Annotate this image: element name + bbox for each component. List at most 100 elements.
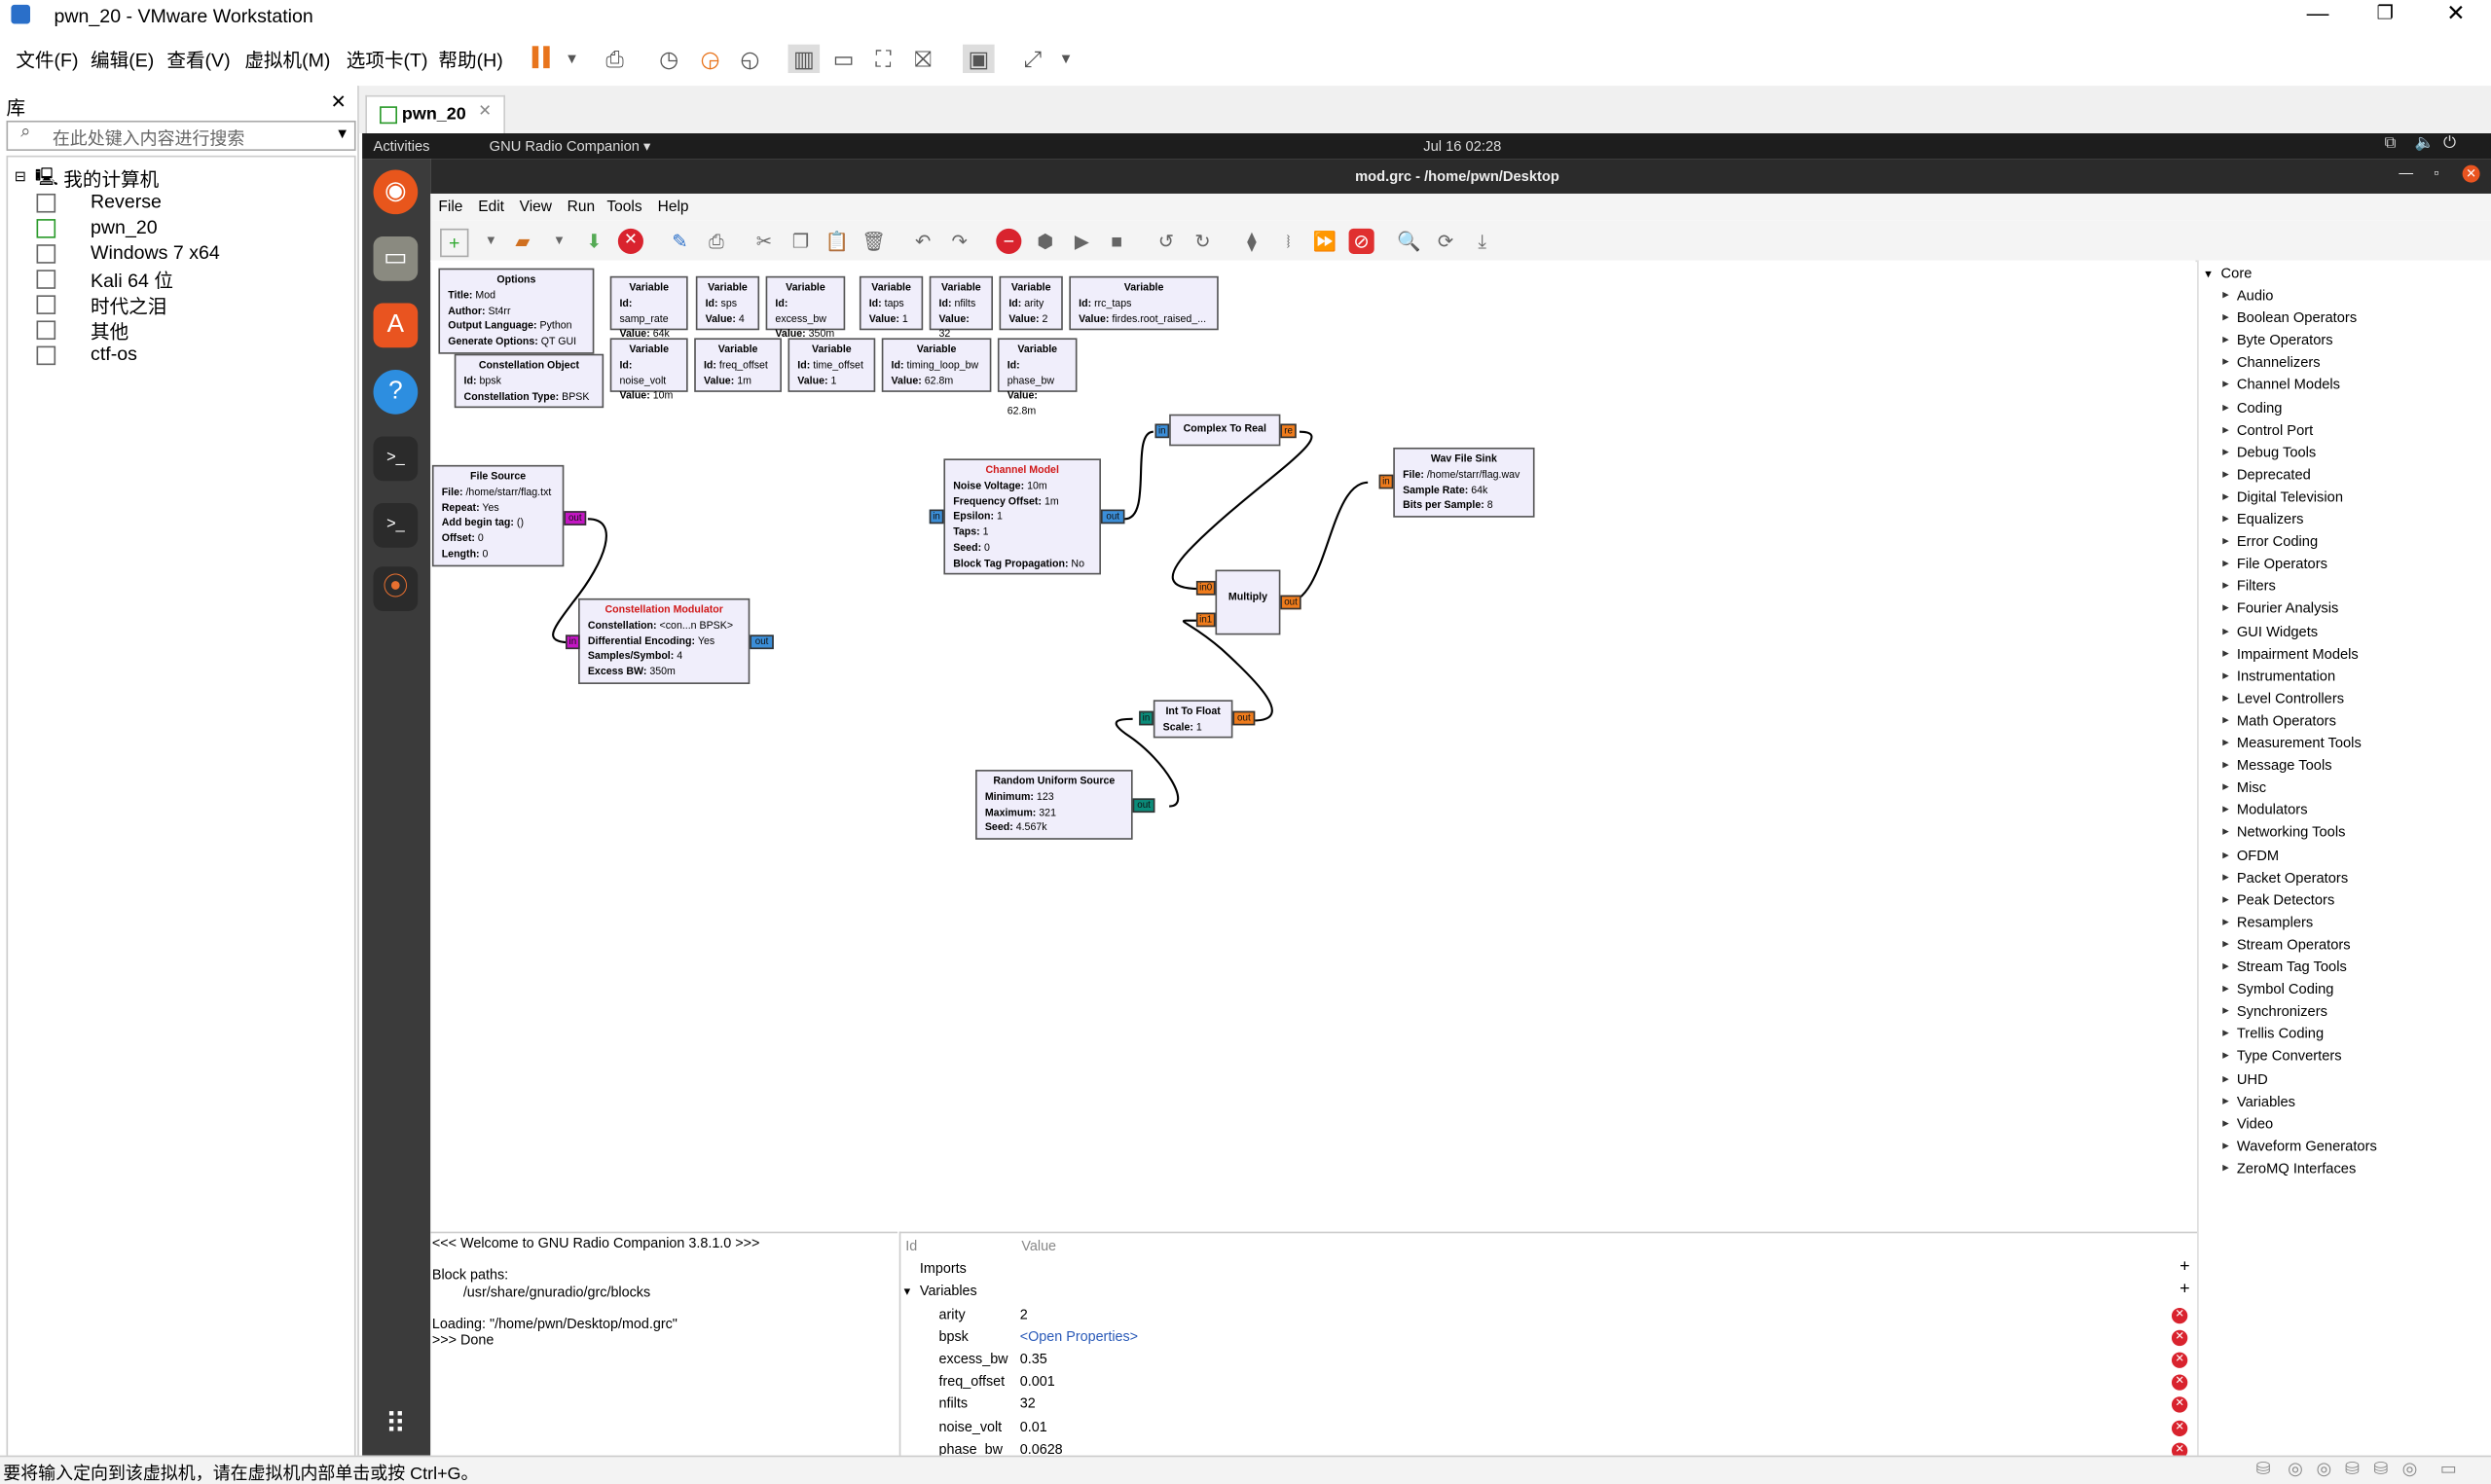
close-icon[interactable]: ✕ (2446, 0, 2466, 26)
print-icon[interactable]: ⎙ (709, 230, 724, 253)
tree-category[interactable]: Filters (2222, 578, 2275, 594)
edit-icon[interactable]: ✎ (672, 230, 688, 253)
close-icon[interactable]: ✕ (617, 228, 643, 254)
send-ctrl-alt-del-icon[interactable]: ⎙ (605, 46, 624, 72)
minimize-icon[interactable]: — (2399, 164, 2414, 181)
show-apps-icon[interactable]: ⠿ (385, 1407, 407, 1440)
tree-category[interactable]: Resamplers (2222, 914, 2313, 929)
minimize-icon[interactable]: — (2306, 0, 2329, 26)
clock[interactable]: Jul 16 02:28 (1423, 137, 1502, 155)
undo-icon[interactable]: ↶ (914, 230, 932, 253)
snapshot-icon[interactable]: ◷ (659, 46, 679, 72)
tree-category[interactable]: Channel Models (2222, 377, 2340, 392)
kill-icon[interactable]: ⊘ (1348, 228, 1374, 254)
library-item[interactable]: Reverse (36, 191, 162, 213)
fullscreen-icon[interactable]: ⛶ (875, 46, 892, 72)
flowgraph-canvas[interactable]: Options Title: Mod Author: St4rr Output … (430, 260, 2196, 1232)
tree-category[interactable]: Math Operators (2222, 712, 2336, 728)
menu-view[interactable]: 查看(V) (166, 49, 231, 72)
tree-category[interactable]: Audio (2222, 287, 2273, 303)
software-center-icon[interactable]: A (373, 303, 419, 348)
paste-icon[interactable]: 📋 (824, 230, 850, 253)
tree-category[interactable]: Error Coding (2222, 533, 2318, 549)
block-multiply[interactable]: Multiply (1215, 569, 1281, 635)
tree-category[interactable]: Variables (2222, 1093, 2295, 1108)
volume-icon[interactable]: 🔈 (2414, 134, 2435, 153)
remove-icon[interactable]: ✕ (2171, 1352, 2188, 1369)
maximize-icon[interactable]: ▫ (2434, 164, 2439, 181)
tree-root-core[interactable]: Core (2220, 265, 2253, 281)
tree-category[interactable]: Peak Detectors (2222, 891, 2334, 907)
add-icon[interactable]: + (2180, 1256, 2190, 1277)
reload-icon[interactable]: ⟳ (1437, 230, 1454, 253)
menu-tabs[interactable]: 选项卡(T) (346, 49, 428, 72)
port-in[interactable]: in (1139, 710, 1154, 726)
library-item[interactable]: ctf-os (36, 343, 137, 366)
gnuradio-icon[interactable]: ⦿ (373, 566, 419, 611)
block-wav-file-sink[interactable]: Wav File Sink File: /home/starr/flag.wav… (1393, 447, 1535, 518)
port-in[interactable]: in (929, 509, 944, 525)
close-icon[interactable]: ✕ (330, 90, 347, 113)
help-icon[interactable]: ? (373, 370, 419, 415)
table-row[interactable]: bpsk<Open Properties>✕ (939, 1327, 2194, 1350)
close-icon[interactable]: ✕ (478, 103, 492, 121)
tree-category[interactable]: Message Tools (2222, 757, 2331, 773)
block-options[interactable]: Options Title: Mod Author: St4rr Output … (438, 268, 595, 354)
power-icon[interactable]: ⏻ (2443, 134, 2456, 153)
menu-help[interactable]: 帮助(H) (438, 49, 503, 72)
open-icon[interactable]: ▰ (515, 230, 531, 253)
variable-value[interactable]: <Open Properties> (1019, 1328, 1139, 1345)
tree-category[interactable]: Level Controllers (2222, 690, 2344, 706)
port-in1[interactable]: in1 (1195, 612, 1216, 628)
error-icon[interactable]: − (996, 228, 1022, 254)
tree-category[interactable]: Symbol Coding (2222, 981, 2333, 996)
tree-category[interactable]: Trellis Coding (2222, 1026, 2324, 1041)
port-out[interactable]: out (1280, 595, 1301, 610)
menu-view[interactable]: View (519, 198, 552, 216)
port-out[interactable]: re (1280, 423, 1297, 439)
generate-icon[interactable]: ⬢ (1037, 230, 1054, 253)
copy-icon[interactable]: ❐ (791, 230, 810, 253)
enable-icon[interactable]: ⧫ (1247, 230, 1257, 253)
port-out[interactable]: out (1232, 710, 1256, 726)
console-view-icon[interactable]: ▣ (963, 44, 995, 74)
rotate-ccw-icon[interactable]: ↺ (1157, 230, 1175, 253)
tree-category[interactable]: Stream Operators (2222, 936, 2350, 952)
delete-icon[interactable]: 🗑 (861, 230, 887, 253)
block-constellation-modulator[interactable]: Constellation Modulator Constellation: <… (578, 597, 751, 684)
tree-category[interactable]: Type Converters (2222, 1048, 2341, 1064)
tree-root-my-computer[interactable]: 我的计算机 (63, 167, 160, 191)
app-menu[interactable]: GNU Radio Companion ▾ (489, 137, 651, 155)
tree-category[interactable]: Video (2222, 1115, 2273, 1131)
tree-category[interactable]: Waveform Generators (2222, 1138, 2377, 1153)
menu-file[interactable]: File (438, 198, 463, 216)
block-constellation-object[interactable]: Constellation Object Id: bpsk Constellat… (454, 353, 604, 409)
pause-icon[interactable] (531, 46, 539, 69)
expand-icon[interactable]: ▾ (903, 1284, 911, 1299)
tree-category[interactable]: Impairment Models (2222, 645, 2358, 661)
disable-icon[interactable]: ⧘ (1286, 230, 1291, 253)
tree-category[interactable]: UHD (2223, 1070, 2268, 1086)
remove-icon[interactable]: ✕ (2171, 1419, 2188, 1436)
port-in0[interactable]: in0 (1195, 580, 1216, 596)
tree-category[interactable]: File Operators (2222, 556, 2327, 571)
close-icon[interactable]: ✕ (2462, 164, 2480, 183)
menu-run[interactable]: Run (567, 198, 596, 216)
terminal-icon[interactable]: >_ (373, 436, 419, 482)
remove-icon[interactable]: ✕ (2171, 1396, 2188, 1414)
remove-icon[interactable]: ✕ (2171, 1329, 2188, 1347)
files-icon[interactable]: ▭ (373, 236, 419, 281)
chevron-down-icon[interactable]: ▼ (335, 125, 349, 142)
search-input[interactable]: ⌕ 在此处键入内容进行搜索 ▼ (6, 120, 356, 151)
block-file-source[interactable]: File Source File: /home/starr/flag.txt R… (431, 464, 565, 567)
tree-category[interactable]: Modulators (2222, 802, 2307, 817)
tree-category[interactable]: Fourier Analysis (2222, 600, 2338, 616)
save-icon[interactable]: ⬇ (586, 230, 603, 253)
scroll-lock-icon[interactable]: ⤓ (1478, 230, 1487, 253)
